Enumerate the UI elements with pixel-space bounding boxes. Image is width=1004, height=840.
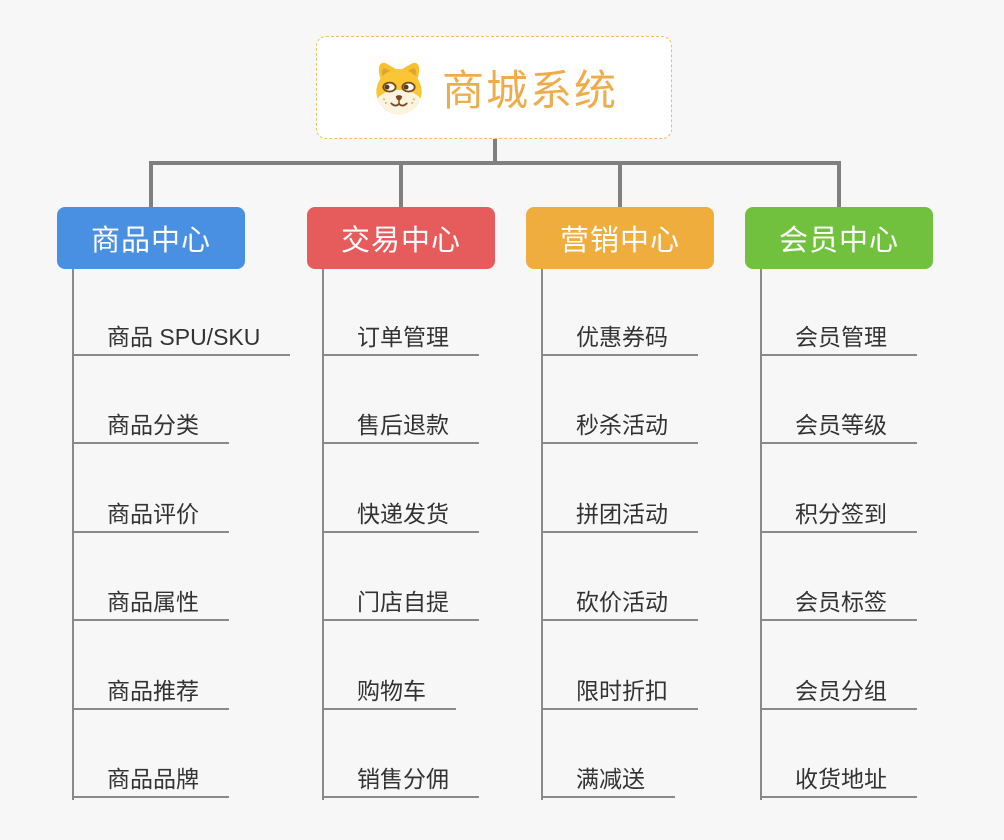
leaf-node[interactable]: 快递发货 <box>323 499 479 533</box>
connector-bus <box>149 161 841 165</box>
leaf-node[interactable]: 会员管理 <box>761 322 917 356</box>
leaf-node[interactable]: 商品属性 <box>73 587 229 621</box>
leaf-node[interactable]: 购物车 <box>323 676 456 710</box>
leaf-node[interactable]: 会员等级 <box>761 410 917 444</box>
leaf-node[interactable]: 收货地址 <box>761 764 917 798</box>
connector-drop <box>149 161 153 209</box>
leaf-node[interactable]: 销售分佣 <box>323 764 479 798</box>
leaf-node[interactable]: 商品评价 <box>73 499 229 533</box>
root-node[interactable]: 商城系统 <box>316 36 672 139</box>
leaf-node[interactable]: 会员标签 <box>761 587 917 621</box>
leaf-node[interactable]: 商品 SPU/SKU <box>73 322 291 356</box>
branch-label: 会员中心 <box>778 225 899 257</box>
leaf-node[interactable]: 会员分组 <box>761 676 917 710</box>
connector-drop <box>837 161 841 209</box>
leaf-node[interactable]: 门店自提 <box>323 587 479 621</box>
dog-face-icon <box>376 62 422 114</box>
branch-label: 营销中心 <box>559 225 680 257</box>
leaf-node[interactable]: 限时折扣 <box>542 676 698 710</box>
branch-label: 交易中心 <box>340 225 461 257</box>
branch-node[interactable]: 商品中心 <box>57 207 245 269</box>
leaf-node[interactable]: 砍价活动 <box>542 587 698 621</box>
connector-trunk <box>493 139 497 165</box>
connector-drop <box>618 161 622 209</box>
branch-child-line <box>541 269 543 800</box>
branch-child-line <box>322 269 324 800</box>
leaf-node[interactable]: 拼团活动 <box>542 499 698 533</box>
branch-node[interactable]: 交易中心 <box>307 207 495 269</box>
leaf-node[interactable]: 满减送 <box>542 764 675 798</box>
branch-node[interactable]: 营销中心 <box>526 207 714 269</box>
leaf-node[interactable]: 售后退款 <box>323 410 479 444</box>
leaf-node[interactable]: 积分签到 <box>761 499 917 533</box>
connector-drop <box>399 161 403 209</box>
leaf-node[interactable]: 商品品牌 <box>73 764 229 798</box>
branch-child-line <box>72 269 74 800</box>
leaf-node[interactable]: 优惠券码 <box>542 322 698 356</box>
leaf-node[interactable]: 订单管理 <box>323 322 479 356</box>
leaf-node[interactable]: 商品分类 <box>73 410 229 444</box>
leaf-node[interactable]: 秒杀活动 <box>542 410 698 444</box>
leaf-node[interactable]: 商品推荐 <box>73 676 229 710</box>
branch-node[interactable]: 会员中心 <box>745 207 933 269</box>
branch-label: 商品中心 <box>90 225 211 257</box>
branch-child-line <box>760 269 762 800</box>
root-title: 商城系统 <box>441 67 618 114</box>
